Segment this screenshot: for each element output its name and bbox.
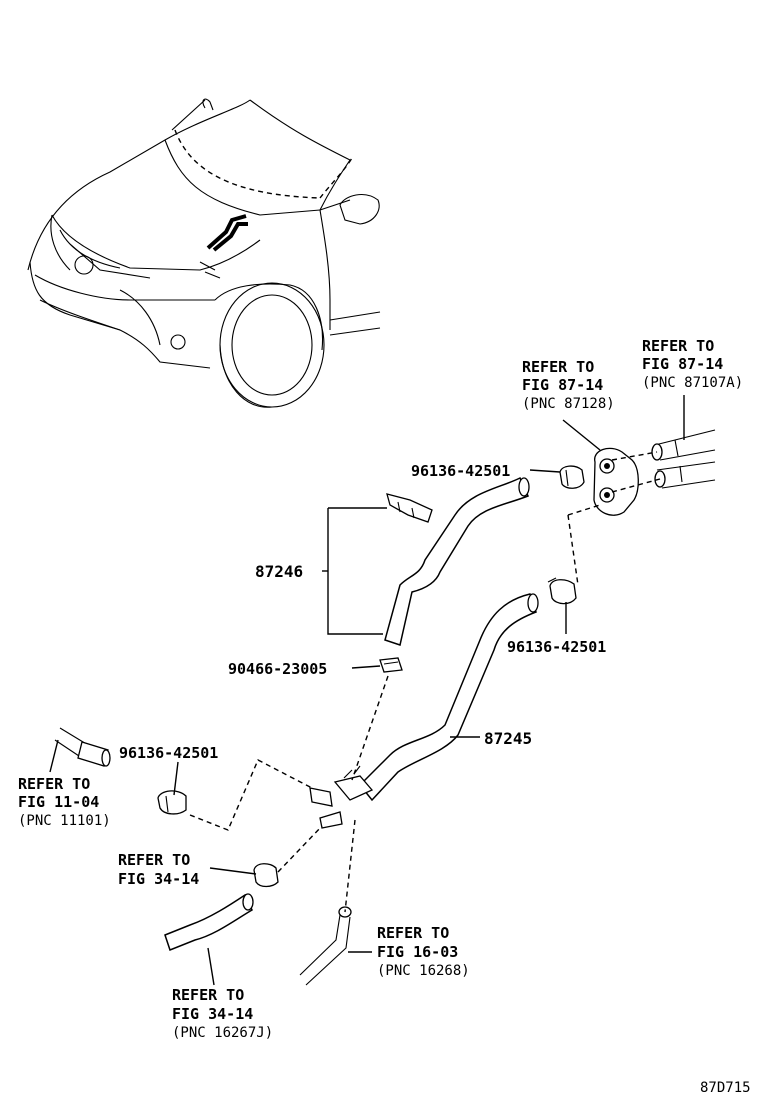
- svg-text:FIG 34-14: FIG 34-14: [172, 1005, 253, 1023]
- svg-text:REFER TO: REFER TO: [377, 924, 449, 942]
- svg-text:FIG 87-14: FIG 87-14: [522, 376, 603, 394]
- svg-text:(PNC 87128): (PNC 87128): [522, 396, 615, 412]
- ref-fig34-14-b: REFER TO FIG 34-14 (PNC 16267J): [172, 986, 273, 1041]
- hose-fig34: [164, 893, 254, 951]
- hose-87245: [358, 593, 539, 802]
- label-87246: 87246: [255, 562, 303, 581]
- svg-text:(PNC 11101): (PNC 11101): [18, 813, 111, 829]
- ref-fig11-04: REFER TO FIG 11-04 (PNC 11101): [18, 775, 111, 829]
- svg-text:(PNC 16268): (PNC 16268): [377, 963, 470, 979]
- svg-text:FIG 87-14: FIG 87-14: [642, 355, 723, 373]
- clamp-lower: [253, 863, 279, 888]
- label-clamp-left: 96136-42501: [119, 744, 218, 762]
- ref-fig87-14-a: REFER TO FIG 87-14 (PNC 87128): [522, 358, 615, 412]
- ref-fig87-14-b: REFER TO FIG 87-14 (PNC 87107A): [642, 337, 743, 391]
- clip-87246-bracket: [386, 493, 433, 523]
- ref-fig34-14-a: REFER TO FIG 34-14: [118, 851, 199, 888]
- svg-text:FIG 11-04: FIG 11-04: [18, 793, 99, 811]
- pipe-fig16: [299, 906, 352, 986]
- svg-text:REFER TO: REFER TO: [522, 358, 594, 376]
- clamp-left: [157, 790, 187, 815]
- svg-text:(PNC 16267J): (PNC 16267J): [172, 1025, 273, 1041]
- svg-text:REFER TO: REFER TO: [18, 775, 90, 793]
- svg-text:FIG 16-03: FIG 16-03: [377, 943, 458, 961]
- svg-text:(PNC 87107A): (PNC 87107A): [642, 375, 743, 391]
- ref-fig16-03: REFER TO FIG 16-03 (PNC 16268): [377, 924, 470, 979]
- heater-connector: [593, 429, 716, 516]
- clamp-right: [547, 577, 577, 605]
- leader-lines: [49, 395, 685, 986]
- svg-text:REFER TO: REFER TO: [172, 986, 244, 1004]
- label-clip: 90466-23005: [228, 660, 327, 678]
- clamp-top: [559, 465, 585, 489]
- label-clamp-right: 96136-42501: [507, 638, 606, 656]
- part-labels: 87246 87245 96136-42501 96136-42501 9613…: [119, 462, 606, 762]
- svg-text:FIG 34-14: FIG 34-14: [118, 870, 199, 888]
- diagram-code: 87D715: [700, 1080, 751, 1096]
- joint-tee: [309, 765, 374, 829]
- label-clamp-top: 96136-42501: [411, 462, 510, 480]
- clip-90466: [379, 657, 403, 673]
- hose-87246: [384, 476, 530, 646]
- svg-text:REFER TO: REFER TO: [118, 851, 190, 869]
- label-87245: 87245: [484, 729, 532, 748]
- svg-text:REFER TO: REFER TO: [642, 337, 714, 355]
- vehicle-illustration: [27, 98, 381, 408]
- pipe-fig11: [54, 727, 111, 767]
